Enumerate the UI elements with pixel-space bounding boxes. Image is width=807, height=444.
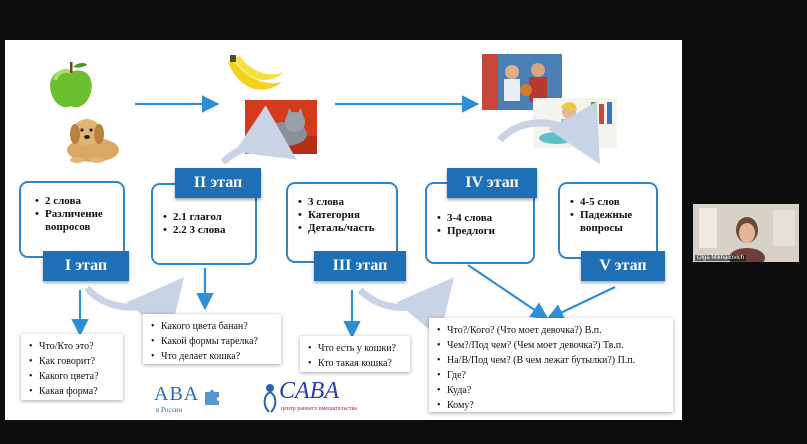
stage-5-item: 4-5 слов [570, 196, 652, 209]
diagonal-arrow-4 [467, 264, 549, 320]
question-item: Куда? [437, 383, 665, 398]
stage-2-item: 2.2 3 слова [163, 224, 249, 237]
questions-box-3: Что есть у кошки? Кто такая кошка? [300, 336, 410, 372]
stage-3-item: Деталь/часть [298, 222, 390, 235]
presentation-slide: 2 слова Различение вопросов 2.1 глагол 2… [5, 40, 682, 420]
question-item: Где? [437, 368, 665, 383]
stage-4-item: Предлоги [437, 225, 527, 238]
question-item: Что?/Кого? (Что моет девочка?) В.п. [437, 323, 665, 338]
stage-4-item: 3-4 слова [437, 212, 527, 225]
stage-1-badge: I этап [43, 251, 129, 281]
curve-3-4 [357, 277, 454, 339]
question-item: Что есть у кошки? [308, 341, 402, 356]
stage-3-badge: III этап [314, 251, 406, 281]
question-item: Как говорит? [29, 354, 115, 369]
stage-1-item: 2 слова [35, 195, 117, 208]
participant-name-label: Olga Mikhailovich [695, 255, 747, 261]
stage-3-item: Категория [298, 209, 390, 222]
questions-box-2: Какого цвета банан? Какой формы тарелка?… [143, 314, 281, 364]
question-item: Что/Кто это? [29, 339, 115, 354]
saba-figure-icon [263, 384, 277, 413]
puzzle-piece-icon [205, 389, 219, 405]
bananas-picture [220, 52, 290, 102]
questions-box-1: Что/Кто это? Как говорит? Какого цвета? … [21, 334, 123, 400]
curve-1-2 [84, 277, 184, 339]
aba-logo-text: ABA [154, 383, 200, 405]
stage-3-item: 3 слова [298, 196, 390, 209]
dog-picture [57, 110, 129, 164]
stage-2-badge: II этап [175, 168, 261, 198]
flow-arrows [71, 95, 616, 339]
question-item: Чем?/Под чем? (Чем моет девочка?) Тв.п. [437, 338, 665, 353]
stage-5-box: 4-5 слов Падежные вопросы [558, 182, 658, 259]
question-item: Что делает кошка? [151, 349, 273, 364]
saba-logo: CABA центр раннего вмешательства [259, 378, 379, 418]
question-item: Какого цвета банан? [151, 319, 273, 334]
aba-logo: ABA в России [150, 383, 230, 417]
question-item: Какого цвета? [29, 369, 115, 384]
apple-picture [43, 58, 99, 114]
question-item: На/В/Под чем? (В чем лежат бутылки?) П.п… [437, 353, 665, 368]
question-item: Какой формы тарелка? [151, 334, 273, 349]
questions-box-4: Что?/Кого? (Что моет девочка?) В.п. Чем?… [429, 318, 673, 413]
question-item: Какая форма? [29, 384, 115, 399]
question-item: Кому? [437, 398, 665, 413]
stage-4-badge: IV этап [447, 168, 537, 198]
stage-5-badge: V этап [581, 251, 665, 281]
stage-5-item: Падежные вопросы [570, 209, 652, 235]
curve-2-3 [220, 105, 297, 165]
participant-video-frame [693, 204, 799, 262]
diagonal-arrow-5 [546, 286, 616, 321]
saba-logo-subtitle: центр раннего вмешательства [281, 406, 357, 412]
curve-4-5 [497, 101, 600, 165]
participant-video-tile[interactable]: Olga Mikhailovich [693, 204, 799, 262]
stage-2-item: 2.1 глагол [163, 211, 249, 224]
question-item: Кто такая кошка? [308, 356, 402, 371]
stage-1-item: Различение вопросов [35, 208, 117, 234]
aba-logo-subtitle: в России [156, 406, 183, 414]
stage-1-box: 2 слова Различение вопросов [19, 181, 125, 258]
saba-logo-text: CABA [279, 378, 339, 404]
